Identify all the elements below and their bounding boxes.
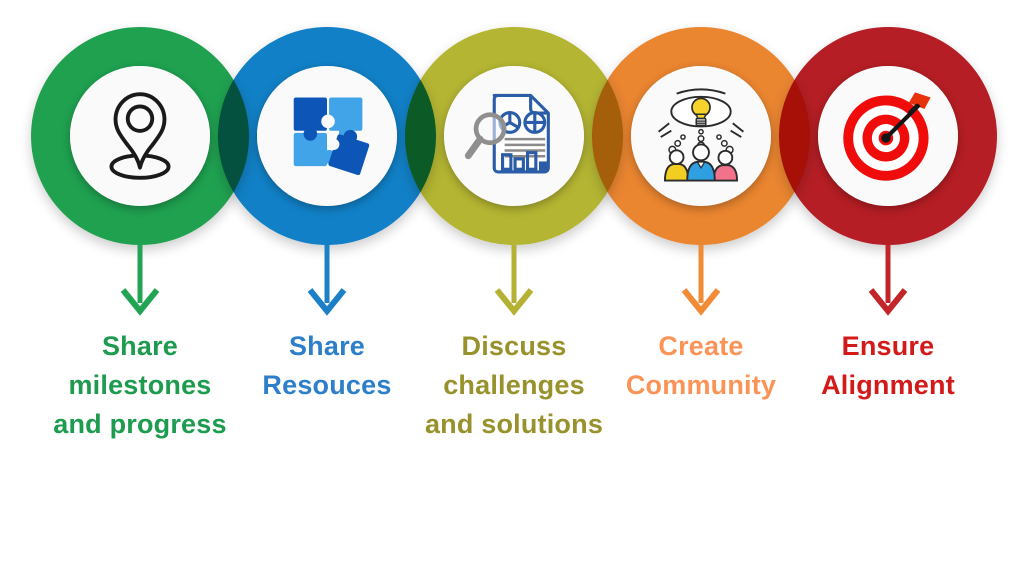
location-pin-icon [109, 92, 171, 180]
label-line: and progress [53, 409, 227, 439]
label-line: Create [658, 331, 744, 361]
down-arrow [868, 245, 908, 316]
label-line: Share [288, 331, 366, 361]
target-arrow-icon [843, 92, 931, 181]
step-label: Share Resouces [218, 327, 436, 405]
label-line: challenges [443, 370, 585, 400]
label-line: Resouces [262, 370, 392, 400]
icon-badge [70, 66, 210, 206]
step-label: Discuss challenges and solutions [405, 327, 623, 444]
step-ensure-alignment: Ensure Alignment [779, 27, 997, 457]
down-arrow [494, 245, 534, 316]
down-arrow [120, 245, 160, 316]
step-create-community: Create Community [592, 27, 810, 457]
label-line: Community [625, 370, 777, 400]
report-analysis-icon [464, 93, 550, 174]
step-discuss-challenges: Discuss challenges and solutions [405, 27, 623, 457]
puzzle-pieces-icon [293, 97, 370, 176]
icon-badge [257, 66, 397, 206]
label-line: Ensure [841, 331, 935, 361]
brainstorm-people-icon [658, 88, 744, 182]
step-label: Ensure Alignment [779, 327, 997, 405]
icon-badge [818, 66, 958, 206]
step-label: Create Community [592, 327, 810, 405]
label-line: milestones [68, 370, 212, 400]
step-share-milestones: Share milestones and progress [31, 27, 249, 457]
label-line: Discuss [461, 331, 567, 361]
label-line: Share [101, 331, 179, 361]
down-arrow [681, 245, 721, 316]
step-label: Share milestones and progress [31, 327, 249, 444]
label-line: and solutions [424, 409, 604, 439]
icon-badge [631, 66, 771, 206]
step-share-resources: Share Resouces [218, 27, 436, 457]
label-line: Alignment [821, 370, 955, 400]
icon-badge [444, 66, 584, 206]
down-arrow [307, 245, 347, 316]
